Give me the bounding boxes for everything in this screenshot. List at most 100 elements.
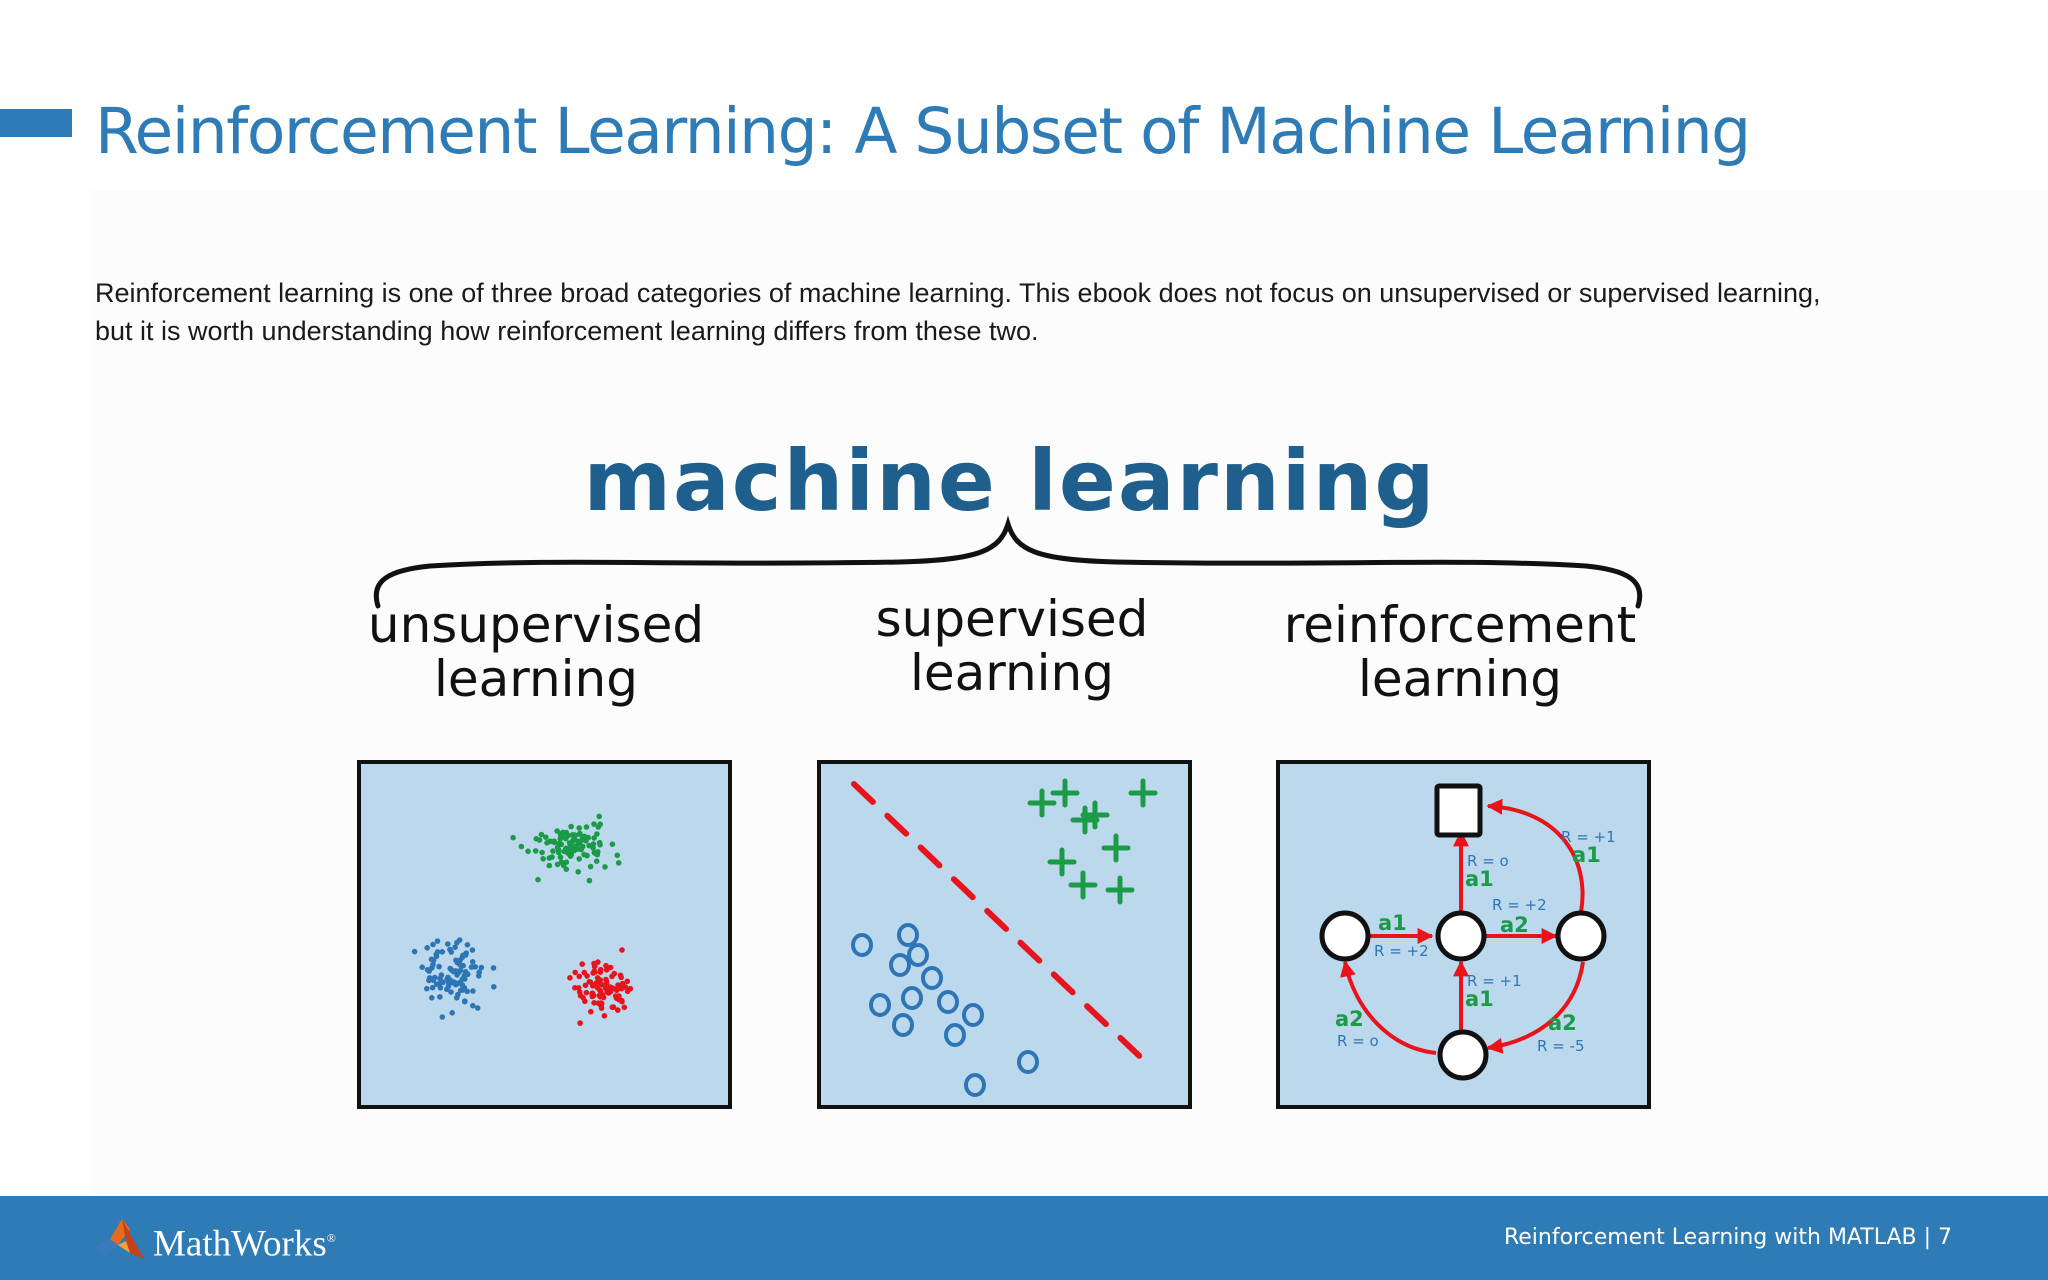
cluster-point (603, 967, 610, 973)
plus-mark (1080, 800, 1110, 830)
cluster-point (510, 834, 516, 841)
cluster-point (575, 985, 582, 991)
cluster-point (430, 941, 436, 948)
arrow-bottom-to-left (1340, 960, 1437, 1055)
cluster-point (611, 970, 618, 977)
plus-mark (1105, 875, 1135, 905)
reward-label: R = o (1337, 1032, 1379, 1050)
circle-mark (962, 1003, 984, 1027)
cluster-point (469, 947, 476, 953)
cluster-point (575, 869, 581, 875)
cluster-point (525, 848, 531, 855)
brand-name: MathWorks (153, 1223, 327, 1265)
circle-mark (889, 953, 911, 977)
cluster-point (474, 1005, 481, 1011)
cluster-point (464, 942, 471, 948)
cluster-point (544, 840, 550, 846)
cluster-point (591, 821, 597, 827)
cluster-point (448, 949, 455, 955)
cluster-point (561, 848, 568, 855)
cluster-point (461, 998, 468, 1005)
cluster-point (594, 831, 600, 837)
cluster-point (614, 987, 620, 994)
registered-mark: ® (326, 1231, 336, 1245)
supervised-panel (817, 760, 1192, 1109)
cluster-point (419, 964, 426, 970)
state-bottom (1437, 1029, 1489, 1081)
cluster-point (429, 995, 435, 1001)
circle-mark (964, 1073, 986, 1097)
cluster-point (572, 969, 578, 976)
cluster-point (574, 842, 581, 848)
action-label: a2 (1500, 913, 1529, 937)
cluster-point (469, 959, 476, 965)
cluster-point (470, 988, 476, 994)
cluster-point (437, 985, 444, 991)
cluster-point (567, 975, 573, 981)
curly-brace (373, 515, 1643, 609)
cluster-point (452, 944, 458, 950)
plus-mark (1027, 788, 1057, 818)
cluster-point (569, 843, 576, 849)
cluster-point (448, 989, 454, 995)
cluster-point (571, 835, 577, 842)
cluster-point (584, 973, 590, 979)
cluster-point (430, 957, 437, 964)
cluster-point (457, 967, 464, 974)
cluster-point (576, 856, 582, 862)
cluster-point (551, 838, 557, 844)
circle-mark (937, 990, 959, 1014)
cluster-point (490, 965, 497, 971)
plus-mark (1050, 778, 1080, 808)
circle-mark (907, 943, 929, 967)
cluster-point (449, 1010, 456, 1016)
circle-mark (901, 986, 923, 1010)
cluster-point (577, 1020, 583, 1026)
cluster-point (424, 945, 431, 951)
circle-mark (892, 1013, 914, 1037)
footer-page-info: Reinforcement Learning with MATLAB | 7 (1503, 1225, 1952, 1250)
cluster-point (543, 834, 549, 840)
cluster-point (429, 965, 435, 971)
cluster-point (451, 980, 457, 986)
cluster-point (460, 962, 467, 969)
cluster-point (609, 841, 616, 847)
cluster-point (591, 963, 598, 970)
supervised-label-line2: learning (910, 644, 1114, 702)
reward-label: R = +1 (1467, 972, 1522, 990)
cluster-point (518, 843, 525, 850)
cluster-point (598, 981, 605, 988)
cluster-point (614, 852, 621, 859)
cluster-point (438, 972, 445, 978)
cluster-point (470, 1002, 476, 1009)
cluster-point (453, 957, 459, 964)
cluster-point (615, 1007, 621, 1013)
cluster-point (581, 851, 587, 858)
cluster-point (439, 1014, 446, 1020)
cluster-point (616, 996, 622, 1003)
circle-mark (921, 966, 943, 990)
cluster-point (594, 984, 601, 991)
cluster-point (591, 835, 597, 841)
cluster-point (591, 849, 598, 856)
footer-bar: MathWorks® Reinforcement Learning with M… (0, 1196, 2048, 1280)
cluster-point (567, 853, 574, 859)
cluster-point (582, 982, 589, 989)
reinforcement-label-line1: reinforcement (1284, 596, 1636, 654)
cluster-point (459, 954, 466, 961)
circle-marks (851, 923, 1039, 1097)
cluster-point (557, 854, 564, 860)
cluster-point (535, 876, 541, 883)
cluster-point (439, 949, 446, 955)
circle-mark (851, 933, 873, 957)
cluster-point (576, 973, 583, 980)
cluster-point (444, 976, 451, 982)
cluster-point (587, 863, 594, 870)
state-transitions (1340, 798, 1585, 1055)
circle-mark (944, 1023, 966, 1047)
cluster-point (586, 877, 593, 884)
cluster-point (454, 972, 460, 978)
cluster-point (436, 963, 442, 970)
plus-mark (1047, 847, 1077, 877)
cluster-point (571, 848, 577, 854)
